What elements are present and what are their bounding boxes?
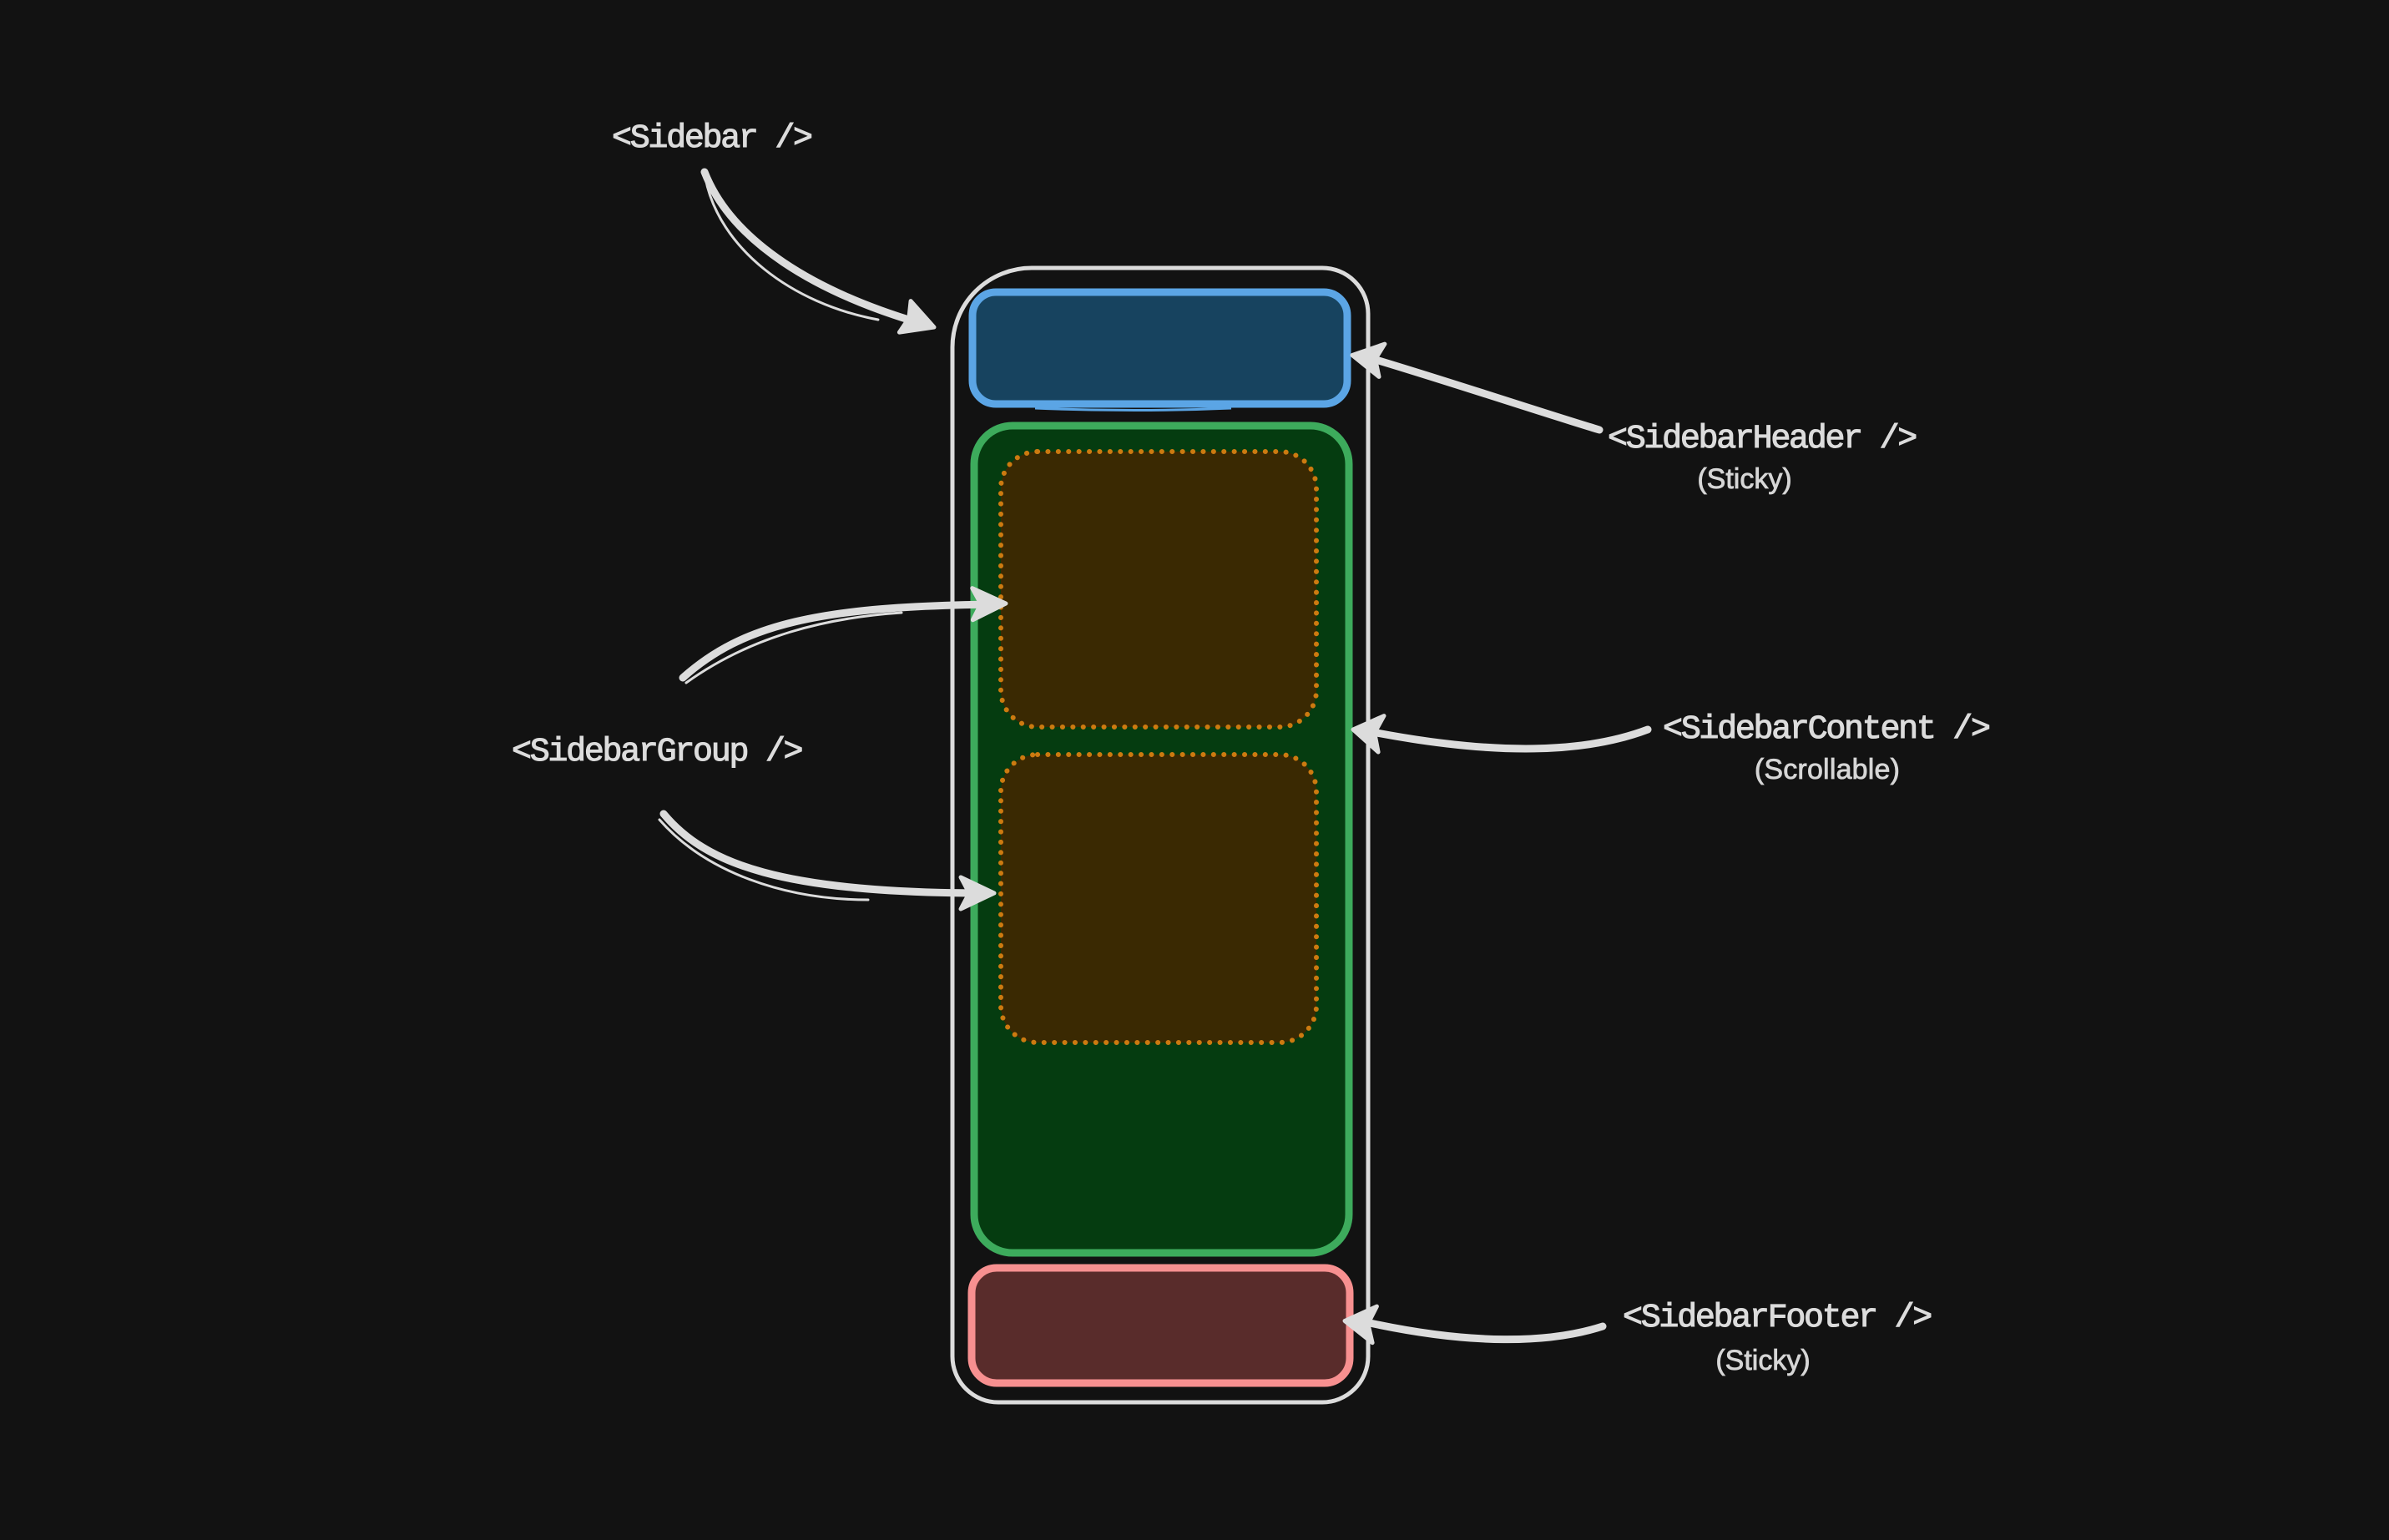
svg-text:(Sticky): (Sticky): [1697, 463, 1791, 495]
svg-text:<SidebarFooter />: <SidebarFooter />: [1623, 1300, 1931, 1337]
svg-text:(Scrollable): (Scrollable): [1755, 754, 1900, 785]
svg-text:<SidebarGroup />: <SidebarGroup />: [512, 734, 802, 771]
svg-text:<SidebarContent />: <SidebarContent />: [1663, 711, 1989, 749]
svg-text:<SidebarHeader />: <SidebarHeader />: [1608, 421, 1916, 458]
svg-text:<Sidebar />: <Sidebar />: [612, 120, 811, 158]
svg-text:(Sticky): (Sticky): [1715, 1345, 1810, 1376]
